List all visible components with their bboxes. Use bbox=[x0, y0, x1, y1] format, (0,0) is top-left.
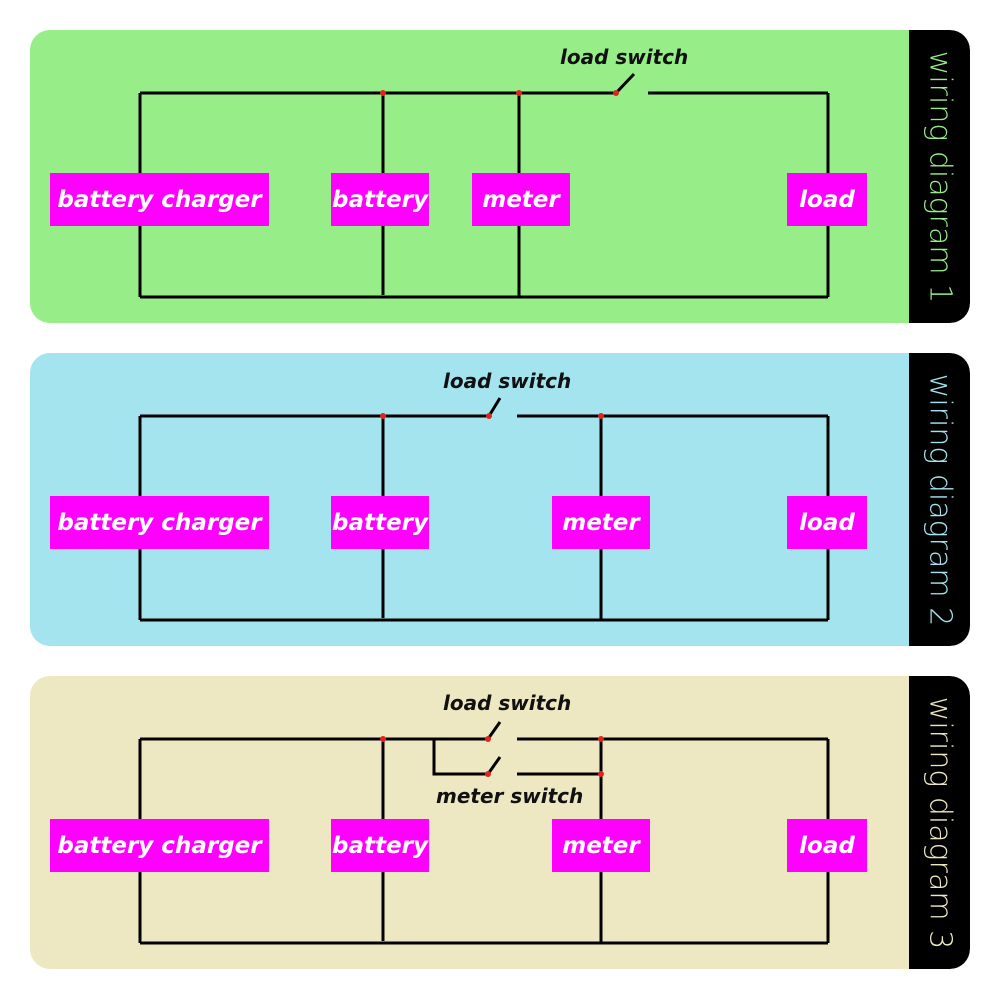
battery-box: battery bbox=[331, 819, 429, 872]
load-switch-lever bbox=[614, 72, 636, 95]
load-box: load bbox=[787, 173, 867, 226]
battery-charger-box: battery charger bbox=[50, 819, 269, 872]
junction-dot bbox=[380, 90, 386, 96]
load-box: load bbox=[787, 496, 867, 549]
load-switch-lever bbox=[487, 397, 502, 417]
junction-dot bbox=[380, 413, 386, 419]
junction-dot bbox=[516, 90, 522, 96]
meter-box: meter bbox=[552, 496, 650, 549]
meter-switch-lever bbox=[486, 756, 502, 775]
meter-switch-branch-wire bbox=[432, 739, 488, 776]
junction-dot bbox=[380, 736, 386, 742]
load-switch-label: load switch bbox=[560, 45, 689, 69]
meter-box: meter bbox=[472, 173, 570, 226]
battery-box: battery bbox=[331, 173, 429, 226]
wiring-diagram-3-panel: load switch meter switch battery charger… bbox=[30, 676, 970, 969]
junction-dot bbox=[598, 413, 604, 419]
diagram-title: wiring diagram 2 bbox=[922, 373, 957, 626]
junction-dot bbox=[598, 736, 604, 742]
load-switch-lever bbox=[486, 721, 502, 740]
diagram-title: wiring diagram 1 bbox=[922, 50, 957, 303]
switch-pivot-dot bbox=[613, 90, 619, 96]
load-switch-label: load switch bbox=[443, 369, 572, 393]
battery-charger-box: battery charger bbox=[50, 173, 269, 226]
junction-dot bbox=[598, 771, 604, 777]
title-sidebar: wiring diagram 3 bbox=[909, 676, 970, 969]
switch-pivot-dot bbox=[485, 771, 491, 777]
load-box: load bbox=[787, 819, 867, 872]
meter-switch-label: meter switch bbox=[436, 784, 584, 808]
diagram-title: wiring diagram 3 bbox=[922, 696, 957, 949]
battery-box: battery bbox=[331, 496, 429, 549]
switch-pivot-dot bbox=[485, 736, 491, 742]
meter-box: meter bbox=[552, 819, 650, 872]
load-switch-label: load switch bbox=[443, 691, 572, 715]
title-sidebar: wiring diagram 2 bbox=[909, 353, 970, 646]
wiring-diagram-2-panel: load switch battery charger battery mete… bbox=[30, 353, 970, 646]
switch-pivot-dot bbox=[486, 413, 492, 419]
title-sidebar: wiring diagram 1 bbox=[909, 30, 970, 323]
battery-charger-box: battery charger bbox=[50, 496, 269, 549]
wiring-diagram-1-panel: load switch battery charger battery mete… bbox=[30, 30, 970, 323]
